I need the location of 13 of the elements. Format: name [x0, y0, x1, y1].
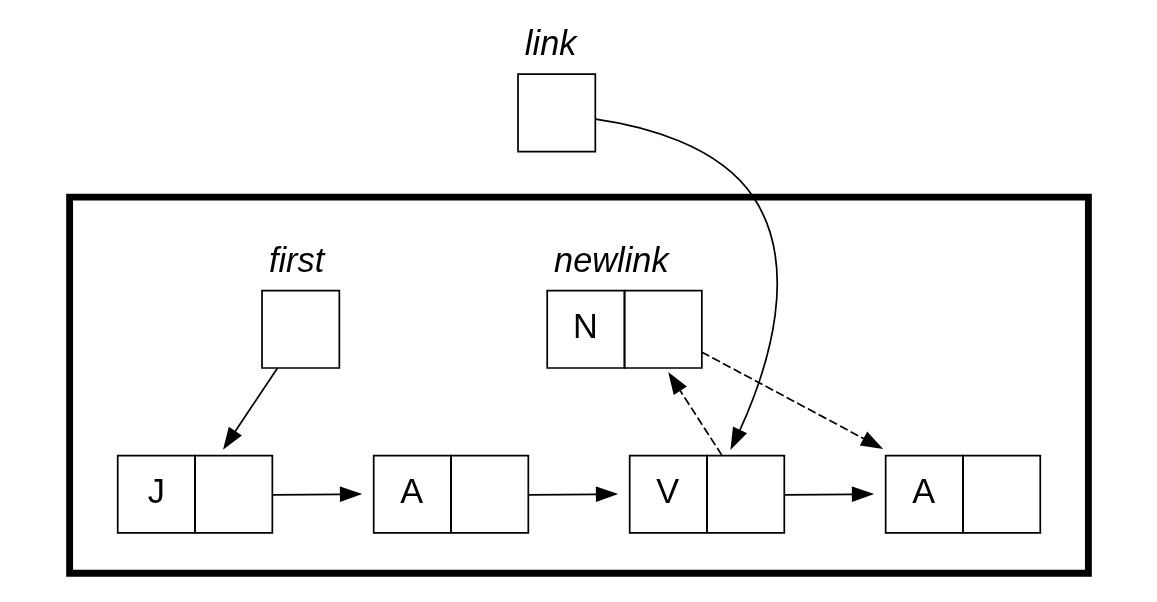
arrow — [700, 351, 883, 450]
node-label: first — [268, 240, 324, 279]
arrow — [222, 367, 278, 450]
arrow — [271, 486, 362, 503]
node-label: newlink — [553, 240, 669, 279]
arrow — [527, 486, 618, 503]
arrow — [783, 486, 874, 503]
arrow — [594, 118, 778, 450]
node-label: link — [524, 24, 576, 63]
node-box — [516, 73, 596, 153]
cluster — [65, 193, 1092, 577]
arrow — [667, 372, 723, 456]
node-box — [260, 289, 340, 369]
